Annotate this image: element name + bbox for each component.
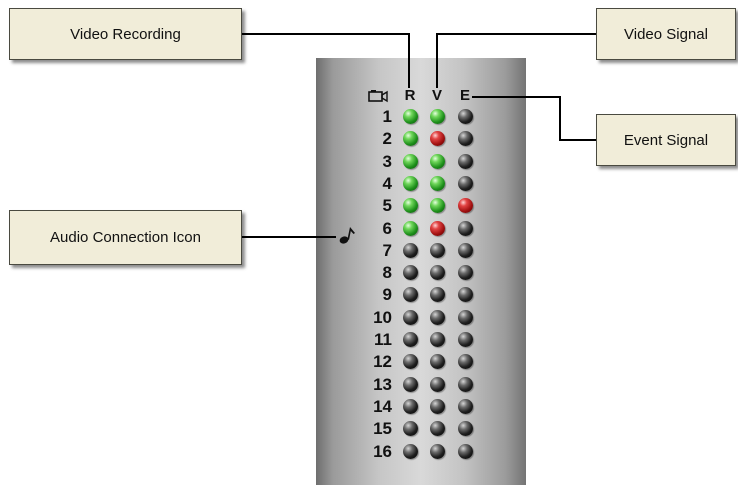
recording-led — [403, 332, 418, 347]
channel-row: 7 — [355, 241, 485, 260]
audio-connection-callout: Audio Connection Icon — [9, 210, 242, 265]
channel-number: 3 — [382, 151, 392, 171]
recording-led — [403, 153, 418, 169]
channel-row: 14 — [355, 397, 485, 416]
channel-number: 13 — [373, 374, 392, 394]
event-led — [458, 309, 473, 325]
channel-number: 15 — [373, 419, 392, 439]
video-led — [430, 421, 445, 437]
video-led — [430, 332, 445, 347]
recording-led — [403, 287, 418, 303]
camera-icon — [368, 90, 388, 103]
channel-number: 16 — [373, 441, 392, 461]
channel-number: 2 — [382, 129, 392, 149]
channel-row: 5 — [355, 196, 485, 215]
video-led — [430, 398, 445, 414]
event-led — [458, 175, 473, 191]
event-led — [458, 287, 473, 303]
recording-led — [403, 220, 418, 236]
video-led — [430, 242, 445, 258]
event-led — [458, 153, 473, 169]
channel-row: 12 — [355, 352, 485, 371]
music-note-icon — [339, 227, 355, 244]
channel-row: 10 — [355, 308, 485, 327]
channel-number: 12 — [373, 352, 392, 372]
channel-row: 4 — [355, 174, 485, 193]
video-led — [430, 220, 445, 236]
video-led — [430, 287, 445, 303]
event-led — [458, 398, 473, 414]
event-led — [458, 198, 473, 214]
video-led — [430, 354, 445, 370]
event-led — [458, 265, 473, 281]
channel-number: 14 — [373, 396, 392, 416]
recording-led — [403, 398, 418, 414]
recording-led — [403, 242, 418, 258]
event-led — [458, 220, 473, 236]
column-header-recording: R — [404, 87, 416, 104]
event-led — [458, 443, 473, 459]
recording-led — [403, 443, 418, 459]
event-led — [458, 242, 473, 258]
audio-connection-label: Audio Connection Icon — [50, 229, 201, 246]
event-led — [458, 376, 473, 392]
recording-led — [403, 376, 418, 392]
recording-led — [403, 354, 418, 370]
video-signal-label: Video Signal — [624, 25, 708, 43]
channel-row: 16 — [355, 442, 485, 461]
channel-row: 11 — [355, 330, 485, 349]
channel-number: 10 — [373, 307, 392, 327]
column-header-video: V — [431, 87, 442, 104]
video-led — [430, 131, 445, 147]
event-signal-callout: Event Signal — [596, 114, 736, 166]
channel-row: 6 — [355, 219, 485, 238]
video-led — [430, 443, 445, 459]
channel-number: 8 — [382, 263, 392, 283]
channel-number: 6 — [382, 218, 392, 238]
video-led — [430, 153, 445, 169]
channel-number: 5 — [382, 196, 392, 216]
recording-led — [403, 131, 418, 147]
channel-number: 11 — [374, 330, 392, 349]
recording-led — [403, 175, 418, 191]
video-led — [430, 175, 445, 191]
video-led — [430, 109, 445, 124]
channel-number: 7 — [382, 240, 392, 260]
channel-number: 4 — [382, 173, 392, 193]
video-led — [430, 376, 445, 392]
channel-row: 2 — [355, 129, 485, 148]
video-led — [430, 265, 445, 281]
event-signal-label: Event Signal — [623, 131, 709, 149]
recording-led — [403, 198, 418, 214]
channel-row: 3 — [355, 152, 485, 171]
channel-number: 9 — [382, 285, 392, 305]
channel-row: 9 — [355, 285, 485, 304]
event-led — [458, 421, 473, 437]
channel-row: 15 — [355, 419, 485, 438]
recording-led — [403, 265, 418, 281]
event-led — [458, 354, 473, 370]
channel-row: 13 — [355, 375, 485, 394]
recording-led — [403, 309, 418, 325]
event-led — [458, 109, 473, 124]
video-led — [430, 198, 445, 214]
channel-row: 8 — [355, 263, 485, 282]
recording-led — [403, 421, 418, 437]
video-signal-callout: Video Signal — [596, 8, 736, 60]
video-recording-label: Video Recording — [70, 25, 181, 43]
recording-led — [403, 109, 418, 124]
video-led — [430, 309, 445, 325]
channel-number: 1 — [382, 107, 392, 126]
video-recording-callout: Video Recording — [9, 8, 242, 60]
column-header-event: E — [459, 87, 470, 104]
event-led — [458, 332, 473, 347]
channel-row: 1 — [355, 107, 485, 126]
event-led — [458, 131, 473, 147]
